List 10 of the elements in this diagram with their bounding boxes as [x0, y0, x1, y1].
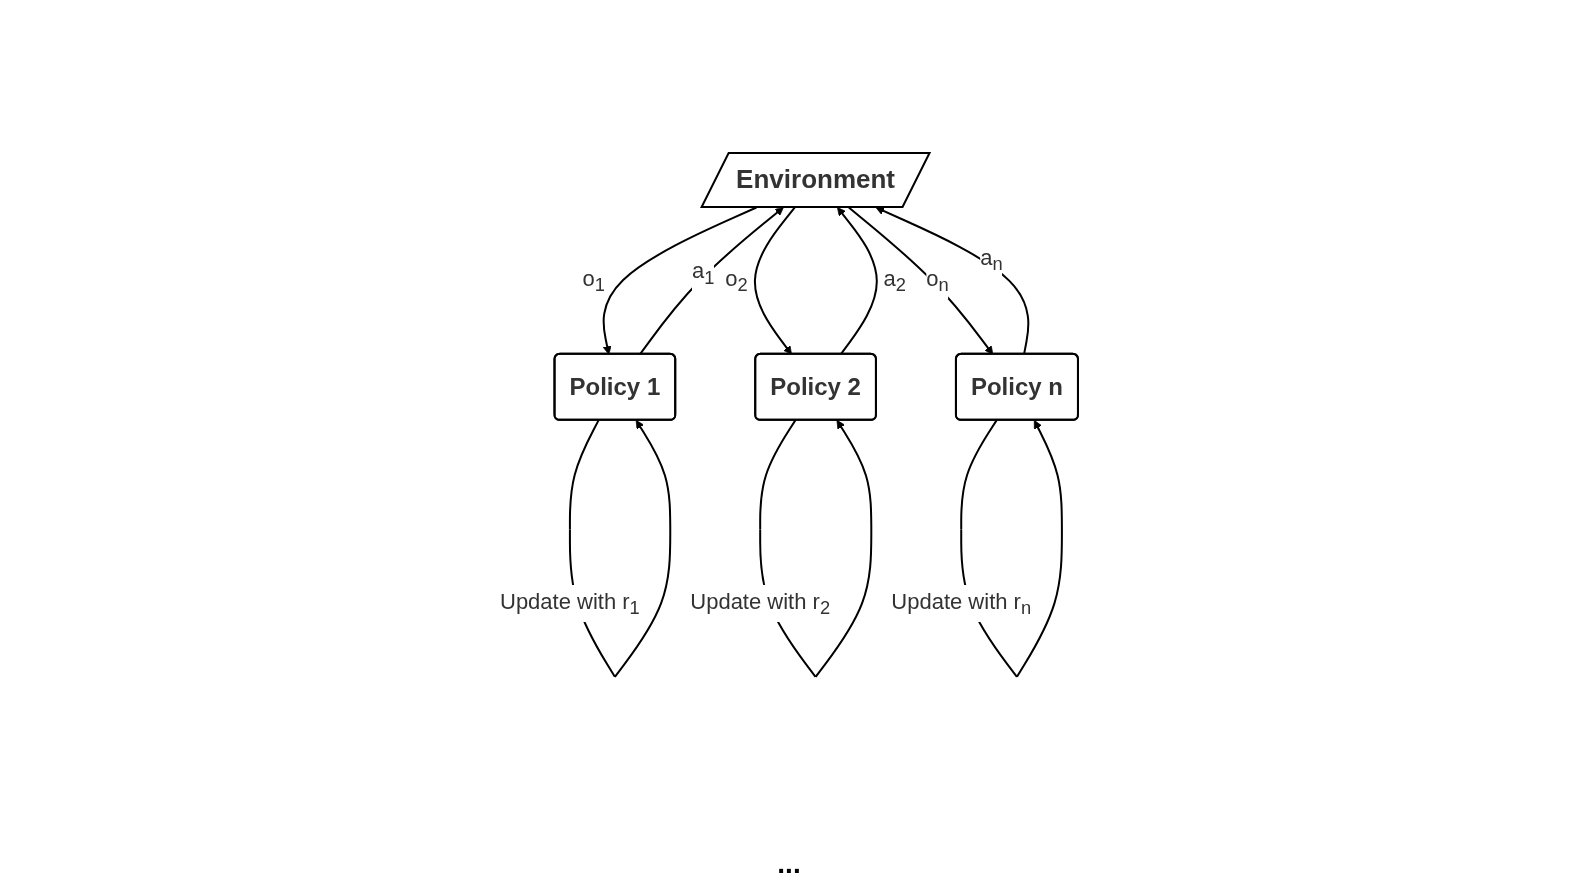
ellipsis-text: ...	[776, 848, 802, 880]
edge-label: a$_{n}$	[980, 244, 1003, 275]
edge-label: Update with r$_{2}$	[690, 588, 831, 619]
edge-label: o$_{1}$	[582, 266, 605, 296]
edge-label: Update with r$_{1}$	[500, 588, 640, 619]
edge-label: a$_{2}$	[883, 265, 906, 295]
edge-label: a$_{1}$	[692, 258, 715, 288]
edge-label: o$_{2}$	[725, 266, 748, 296]
edge-label: o$_{n}$	[926, 266, 949, 296]
edge-label: Update with r$_{n}$	[891, 588, 1032, 619]
